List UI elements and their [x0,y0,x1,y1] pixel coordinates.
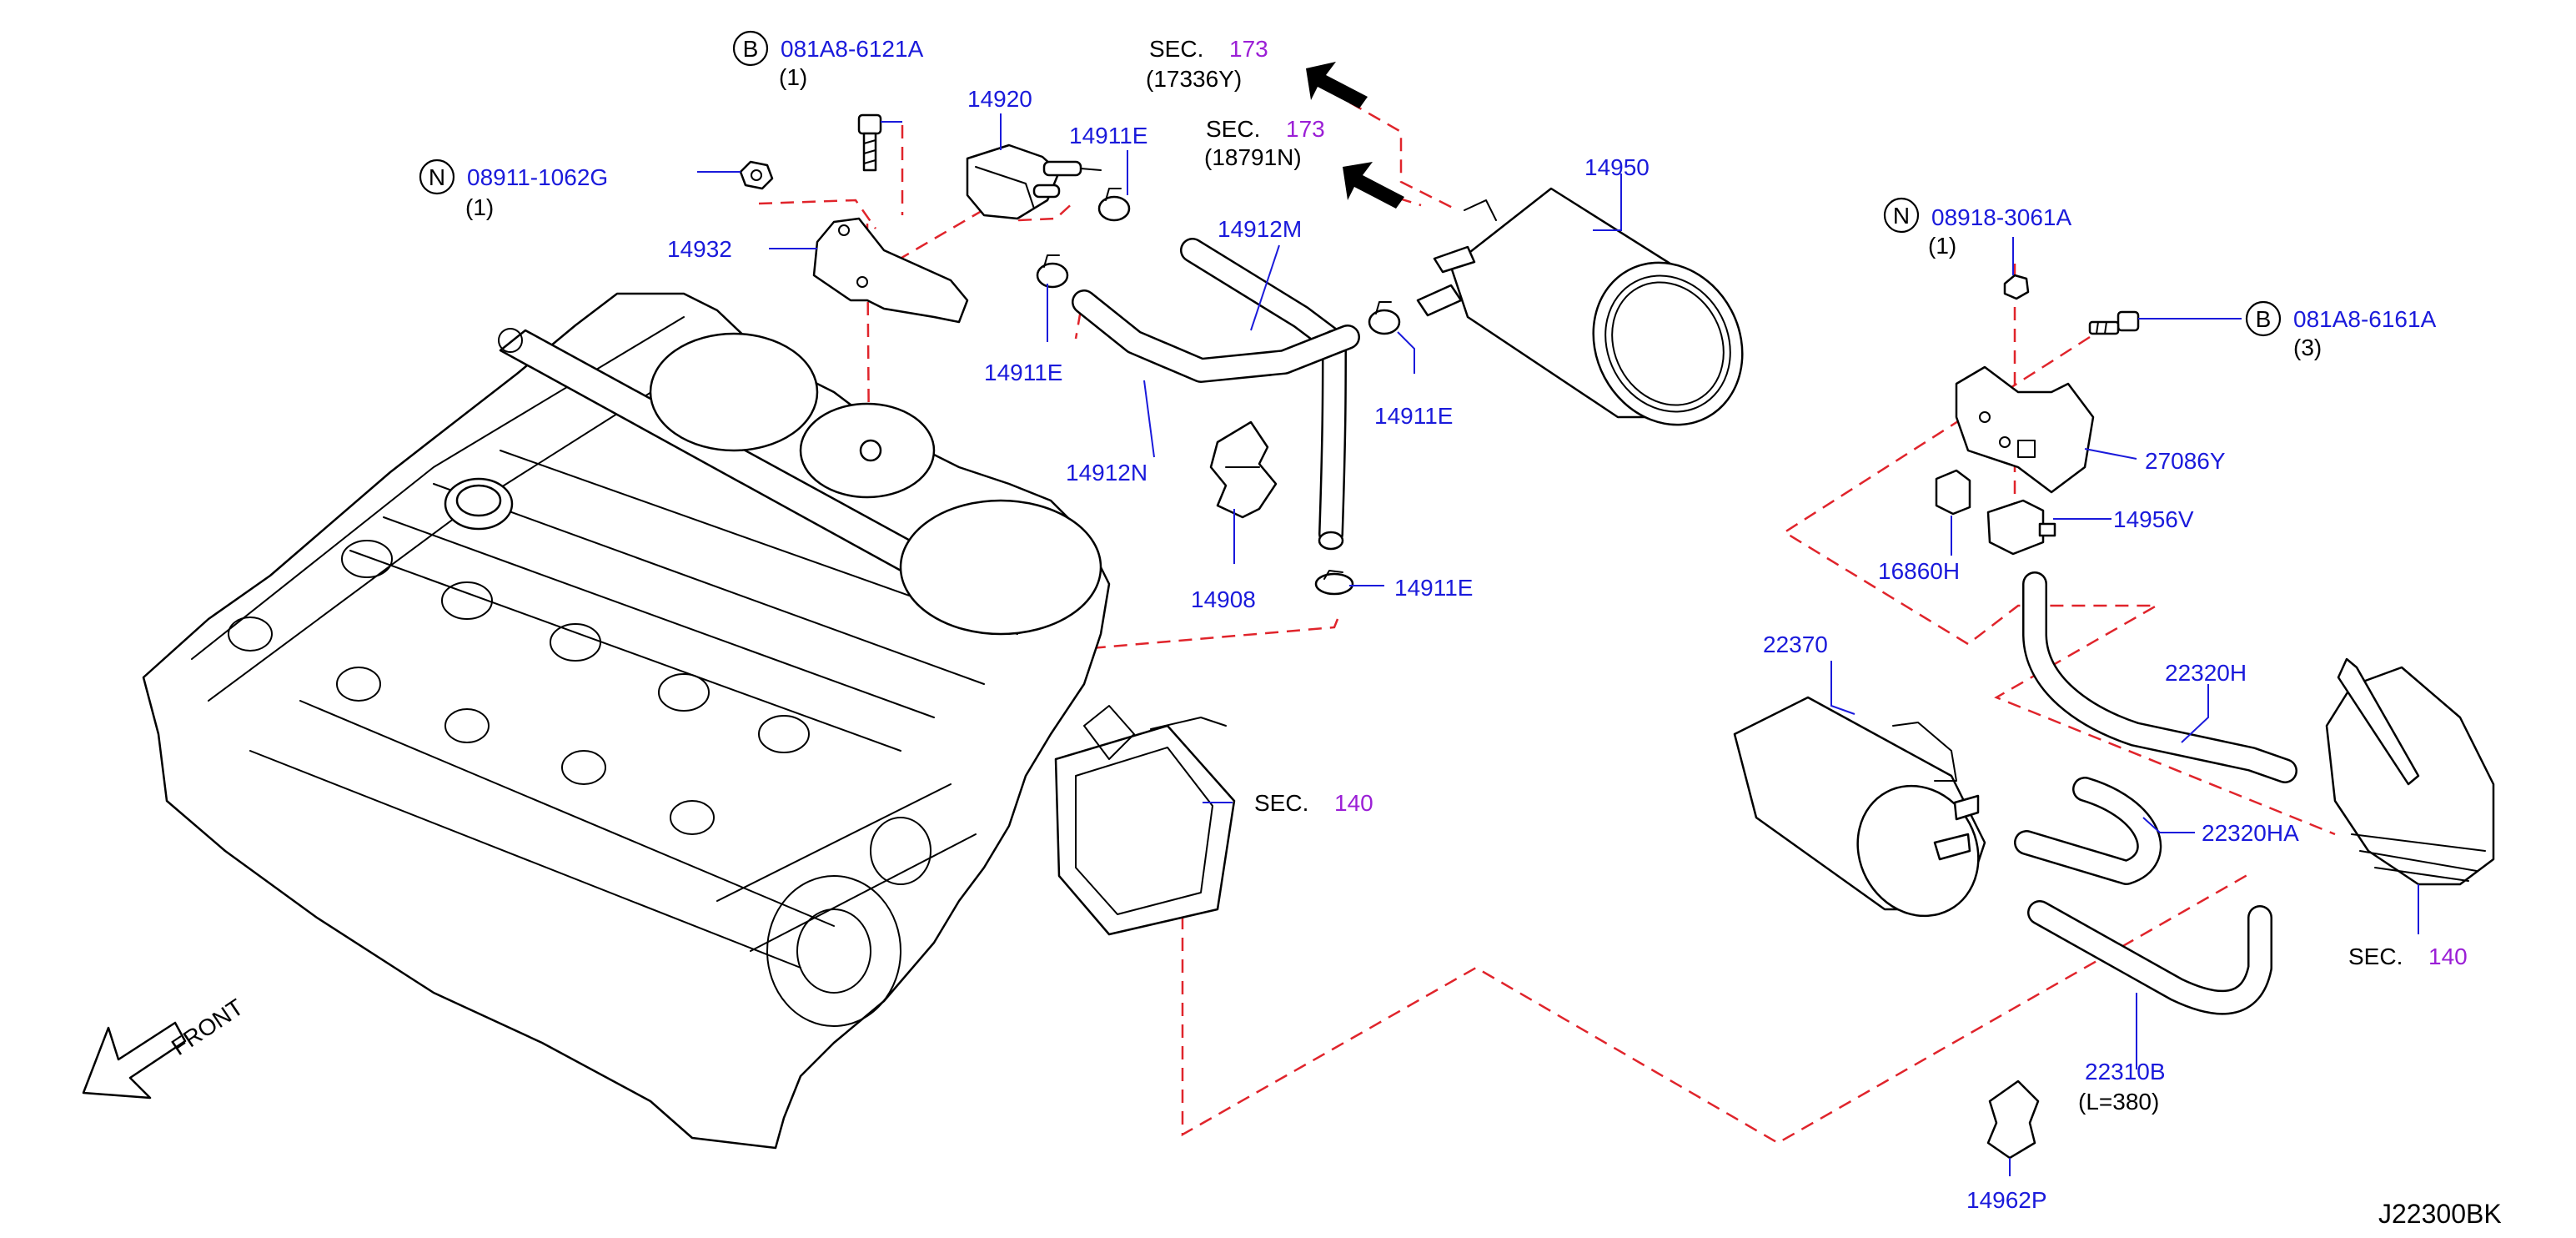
sec-140-mid-number: 140 [1334,790,1373,816]
label-14932: 14932 [667,236,732,262]
nut-right-symbol-circle [1883,197,1920,234]
insulator-16860h-part [1935,469,1971,516]
nut-left-qty: (1) [465,194,494,220]
bolt-top-symbol: B [743,36,759,62]
sec-140-right-number: 140 [2428,944,2468,969]
nut-08911-1062g-part [739,160,774,190]
bolt-081a8-6161a-part [2088,310,2140,335]
nut-right-qty: (1) [1928,233,1956,259]
hose-14912m-part [1180,238,1347,551]
canister-14950-part [1416,187,1744,426]
valve-14920-part [966,143,1102,220]
label-22370: 22370 [1763,632,1828,657]
sec-140-right-prefix: SEC. [2348,944,2403,969]
label-14911e-c: 14911E [1374,403,1453,429]
label-14911e-a: 14911E [1069,123,1147,148]
nut-right-symbol: N [1893,203,1910,229]
label-22320ha: 22320HA [2202,820,2299,846]
label-14908: 14908 [1191,586,1256,612]
bolt-right-number: 081A8-6161A [2293,306,2437,332]
bolt-right-qty: (3) [2293,335,2322,360]
bracket-27086y-part [1955,365,2095,494]
nut-right-number: 08918-3061A [1931,204,2071,230]
label-14912m: 14912M [1218,216,1302,242]
sec-17336y-ref: (17336Y) [1146,66,1242,92]
diagram-id: J22300BK [2378,1199,2502,1229]
label-14920: 14920 [967,86,1032,112]
part-leader-lines [697,113,2419,1176]
engine-block [142,292,1236,1150]
label-22310b-length: (L=380) [2078,1089,2159,1115]
sec-18791n-number: 173 [1286,116,1325,142]
sec-17336y-prefix: SEC. [1149,36,1203,62]
sec-18791n-ref: (18791N) [1204,144,1302,170]
clip-14908-part [1209,420,1278,519]
sec-140-mid-prefix: SEC. [1254,790,1308,816]
label-14911e-b: 14911E [984,360,1062,385]
front-arrow-icon [82,1021,187,1100]
hose-22310b-part [2027,900,2272,1015]
nut-08918-3061a-part [2003,274,2030,300]
bolt-right-symbol-circle [2245,300,2282,337]
clip-14962p-part [1986,1079,2040,1160]
arrow-sec-17336y [1306,62,1368,108]
nut-left-symbol: N [429,164,445,190]
solenoid-14956v-part [1986,499,2056,556]
bolt-top-qty: (1) [779,64,807,90]
label-22320h: 22320H [2165,660,2247,686]
label-27086y: 27086Y [2145,448,2226,474]
clamp-14911e-d-part [1314,570,1354,596]
clamp-14911e-a-part [1097,188,1131,222]
front-label: FRONT [167,994,248,1060]
nut-symbol-circle [419,159,455,195]
label-14956v: 14956V [2113,506,2194,532]
label-14950: 14950 [1584,154,1650,180]
bolt-081a8-6121a-part [857,113,882,172]
hose-14912n-part [1072,289,1360,383]
bolt-right-symbol: B [2256,306,2272,332]
label-14912n: 14912N [1066,460,1147,486]
hose-22320h-part [2022,571,2297,783]
nut-left-number: 08911-1062G [467,164,608,190]
bracket-14932-part [812,217,969,324]
sec-18791n-prefix: SEC. [1206,116,1260,142]
label-14911e-d: 14911E [1394,575,1473,601]
label-22310b: 22310B [2085,1059,2166,1085]
clamp-14911e-c-part [1368,301,1401,335]
canister-22370-part [1733,696,1986,918]
arrow-sec-18791n [1343,162,1404,209]
bolt-top-number: 081A8-6121A [781,36,924,62]
label-16860h: 16860H [1878,558,1960,584]
vacuum-motor-part [2325,657,2495,886]
bolt-symbol-circle [732,30,769,67]
hose-22320ha-part [2014,777,2162,885]
clamp-14911e-b-part [1036,254,1069,289]
sec-17336y-number: 173 [1229,36,1268,62]
label-14962p: 14962P [1966,1187,2047,1213]
